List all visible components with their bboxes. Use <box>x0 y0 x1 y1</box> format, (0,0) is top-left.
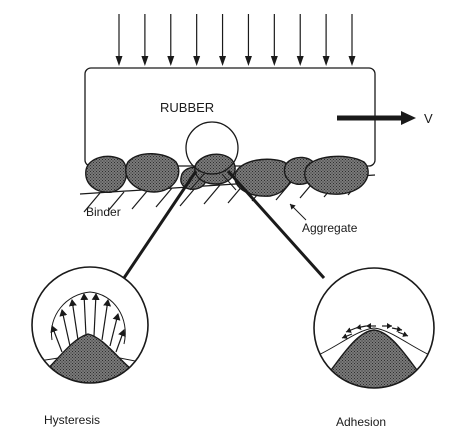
load-arrows <box>115 14 356 66</box>
hysteresis-detail <box>31 266 149 384</box>
load-arrow-head <box>115 56 123 66</box>
load-arrow-head <box>270 56 278 66</box>
load-arrow-head <box>348 56 356 66</box>
load-arrow-head <box>141 56 149 66</box>
connector-line-adhesion <box>226 169 326 280</box>
hysteresis-label: Hysteresis <box>44 413 100 427</box>
rubber-block <box>84 67 376 167</box>
load-arrow-head <box>167 56 175 66</box>
hysteresis-pressure-arrows <box>50 293 126 353</box>
velocity-label: V <box>424 111 433 126</box>
contact-magnifier-circle <box>185 121 239 175</box>
binder-label: Binder <box>86 205 121 219</box>
velocity-arrow <box>337 111 416 125</box>
load-arrow-head <box>244 56 252 66</box>
aggregate-pointer <box>289 203 307 221</box>
load-arrow-head <box>219 56 227 66</box>
load-arrow-head <box>193 56 201 66</box>
load-arrow-head <box>322 56 330 66</box>
load-arrow-head <box>296 56 304 66</box>
aggregate-label: Aggregate <box>302 221 358 235</box>
connector-line-hysteresis <box>122 170 198 279</box>
adhesion-label: Adhesion <box>336 415 386 429</box>
adhesion-shear-arrows <box>341 323 409 339</box>
adhesion-detail <box>313 267 435 389</box>
rubber-label: RUBBER <box>160 100 214 115</box>
aggregate-stones <box>85 153 369 197</box>
